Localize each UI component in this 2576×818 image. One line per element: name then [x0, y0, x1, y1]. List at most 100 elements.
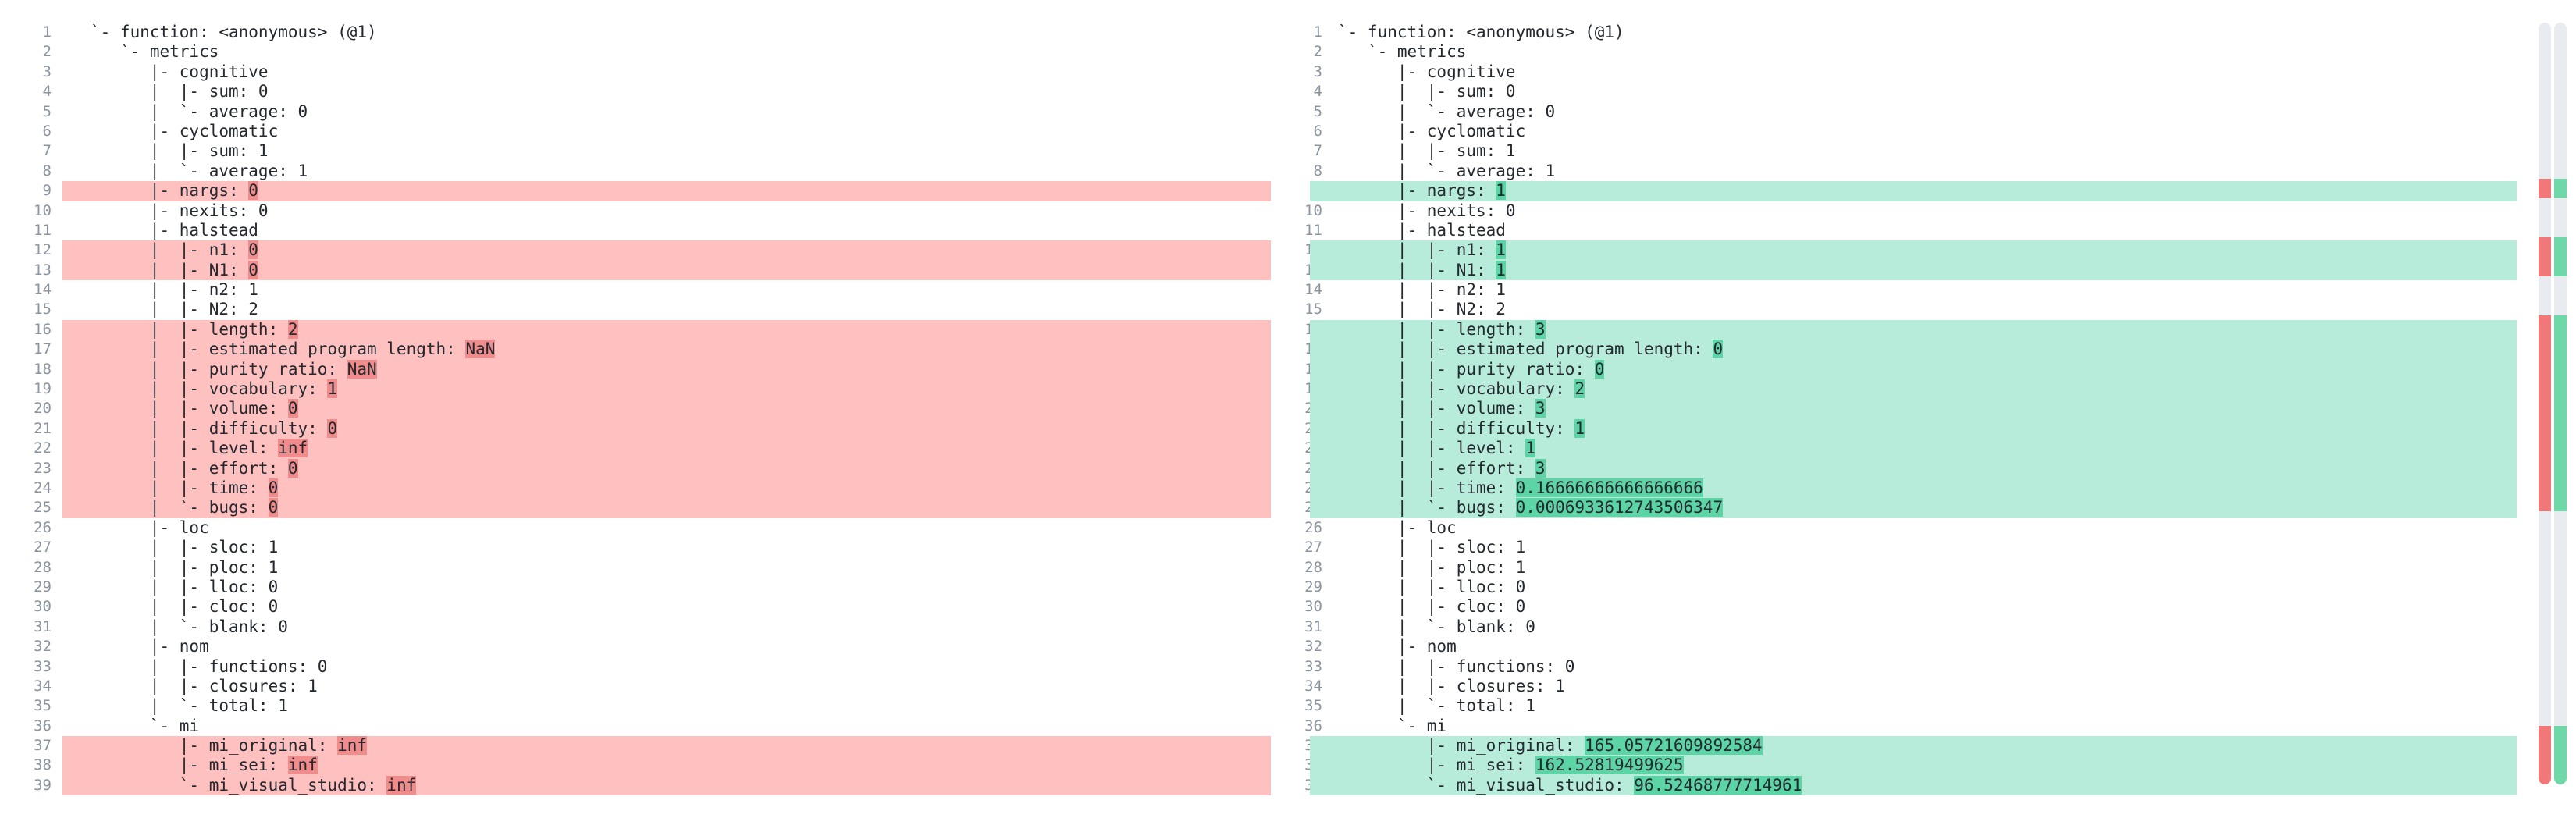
code-content: | |- effort:	[91, 458, 288, 478]
line-number: 27	[34, 539, 52, 557]
diff-line: 3 |- cognitive	[0, 62, 1271, 82]
code-content: `- mi	[1338, 716, 1447, 735]
code-text: | |- n2: 1	[1310, 280, 2517, 300]
code-content: | |- sloc: 1	[1338, 538, 1526, 557]
code-content: | |- sum: 1	[91, 141, 269, 161]
code-content: | |- lloc: 0	[1338, 577, 1526, 596]
line-number: 4	[1313, 83, 1322, 101]
code-text: | |- functions: 0	[62, 657, 1271, 677]
diff-line: 25 | `- bugs: 0	[0, 498, 1271, 518]
diff-line: 14 | |- n2: 1	[1271, 280, 2517, 300]
diff-line: 16 | |- length: 2	[0, 319, 1271, 340]
changed-value: 3	[1535, 399, 1546, 418]
diff-line: 33 | |- functions: 0	[0, 657, 1271, 677]
code-text: | |- sloc: 1	[1310, 538, 2517, 557]
diff-overview-ruler[interactable]	[2539, 23, 2568, 784]
line-number: 8	[1313, 162, 1322, 180]
diff-line: 34 | |- closures: 1	[1271, 677, 2517, 696]
line-number: 3	[1313, 62, 1322, 80]
code-text: |- nom	[62, 637, 1271, 656]
line-number: 9	[42, 182, 52, 200]
code-text: | |- time: 0.16666666666666666	[1310, 478, 2517, 499]
code-text: | |- vocabulary: 1	[62, 379, 1271, 400]
diff-line: 30 | |- cloc: 0	[1271, 597, 2517, 617]
diff-line: 36 `- mi	[1271, 717, 2517, 736]
code-text: | |- N2: 2	[1310, 300, 2517, 319]
overview-change-marker[interactable]	[2554, 725, 2567, 784]
code-text: `- function: <anonymous> (@1)	[62, 23, 1271, 42]
overview-change-marker[interactable]	[2554, 237, 2567, 277]
code-content: |- cyclomatic	[1338, 121, 1526, 140]
code-content: `- mi	[91, 716, 200, 735]
line-number: 39	[34, 776, 52, 794]
code-content: | |- ploc: 1	[91, 557, 279, 577]
overview-change-marker[interactable]	[2539, 315, 2551, 511]
overview-ruler-added[interactable]	[2554, 23, 2567, 784]
line-number: 20	[34, 400, 52, 418]
diff-line: 8 | `- average: 1	[1271, 162, 2517, 181]
overview-ruler-removed[interactable]	[2539, 23, 2551, 784]
line-number: 13	[34, 261, 52, 279]
code-content: |- cognitive	[91, 62, 269, 81]
line-number: 32	[1304, 638, 1322, 656]
overview-change-marker[interactable]	[2539, 237, 2551, 277]
code-content: `- mi_visual_studio:	[1338, 775, 1635, 795]
code-text: | |- effort: 3	[1310, 458, 2517, 478]
code-content: | `- total: 1	[1338, 696, 1535, 716]
diff-line: 38 |- mi_sei: inf	[0, 756, 1271, 776]
code-text: |- cognitive	[1310, 62, 2517, 82]
changed-value: 0	[327, 418, 338, 438]
diff-line: 21 | |- difficulty: 0	[0, 418, 1271, 439]
changed-value: inf	[386, 775, 417, 795]
code-content: | |- n1:	[91, 240, 249, 260]
code-text: | |- ploc: 1	[1310, 558, 2517, 578]
diff-line: 9 |- nargs: 0	[0, 181, 1271, 201]
overview-change-marker[interactable]	[2554, 179, 2567, 199]
line-number: 35	[34, 697, 52, 715]
code-content: | |- length:	[91, 319, 288, 339]
code-content: |- nargs:	[1338, 181, 1496, 201]
line-number: 12	[34, 241, 52, 259]
line-number: 31	[1304, 617, 1322, 635]
diff-line: 19 | |- vocabulary: 1	[0, 379, 1271, 400]
changed-value: 0.0006933612743506347	[1515, 498, 1724, 517]
code-text: | |- difficulty: 1	[1310, 418, 2517, 439]
diff-line: 39 `- mi_visual_studio: inf	[0, 775, 1271, 796]
diff-line: 4 | |- sum: 0	[0, 82, 1271, 101]
code-content: | |- sum: 0	[1338, 82, 1516, 101]
code-text: `- metrics	[62, 42, 1271, 62]
diff-line: 11 |- halstead	[1271, 221, 2517, 240]
line-number: 14	[34, 281, 52, 299]
line-number: 29	[1304, 578, 1322, 596]
changed-value: inf	[278, 439, 308, 458]
code-text: | `- bugs: 0	[62, 498, 1271, 518]
code-text: | `- total: 1	[62, 696, 1271, 716]
code-content: `- function: <anonymous> (@1)	[1338, 23, 1624, 41]
line-number: 10	[34, 201, 52, 219]
code-text: | |- closures: 1	[1310, 677, 2517, 696]
code-text: | |- sum: 0	[1310, 82, 2517, 101]
code-text: `- metrics	[1310, 42, 2517, 62]
code-content: | `- blank: 0	[91, 617, 288, 636]
overview-change-marker[interactable]	[2539, 725, 2551, 784]
code-content: | `- average: 0	[1338, 101, 1556, 121]
code-content: |- nexits: 0	[1338, 201, 1516, 220]
code-text: | |- cloc: 0	[1310, 597, 2517, 617]
diff-line: 22 | |- level: inf	[0, 439, 1271, 459]
overview-change-marker[interactable]	[2554, 315, 2567, 511]
code-content: | |- time:	[91, 478, 269, 497]
code-text: | |- n1: 0	[62, 240, 1271, 261]
line-number: 11	[34, 221, 52, 239]
overview-change-marker[interactable]	[2539, 179, 2551, 199]
diff-line: 31 | `- blank: 0	[1271, 617, 2517, 637]
code-text: | |- lloc: 0	[62, 578, 1271, 597]
diff-line: 1`- function: <anonymous> (@1)	[0, 23, 1271, 42]
code-text: |- halstead	[1310, 221, 2517, 240]
changed-value: 96.52468777714961	[1634, 775, 1802, 795]
code-content: | |- vocabulary:	[91, 379, 328, 399]
diff-line: 1`- function: <anonymous> (@1)	[1271, 23, 2517, 42]
diff-line: 15 | |- N2: 2	[0, 300, 1271, 319]
code-text: |- nexits: 0	[62, 201, 1271, 221]
code-content: | |- functions: 0	[1338, 656, 1575, 676]
line-number: 35	[1304, 697, 1322, 715]
